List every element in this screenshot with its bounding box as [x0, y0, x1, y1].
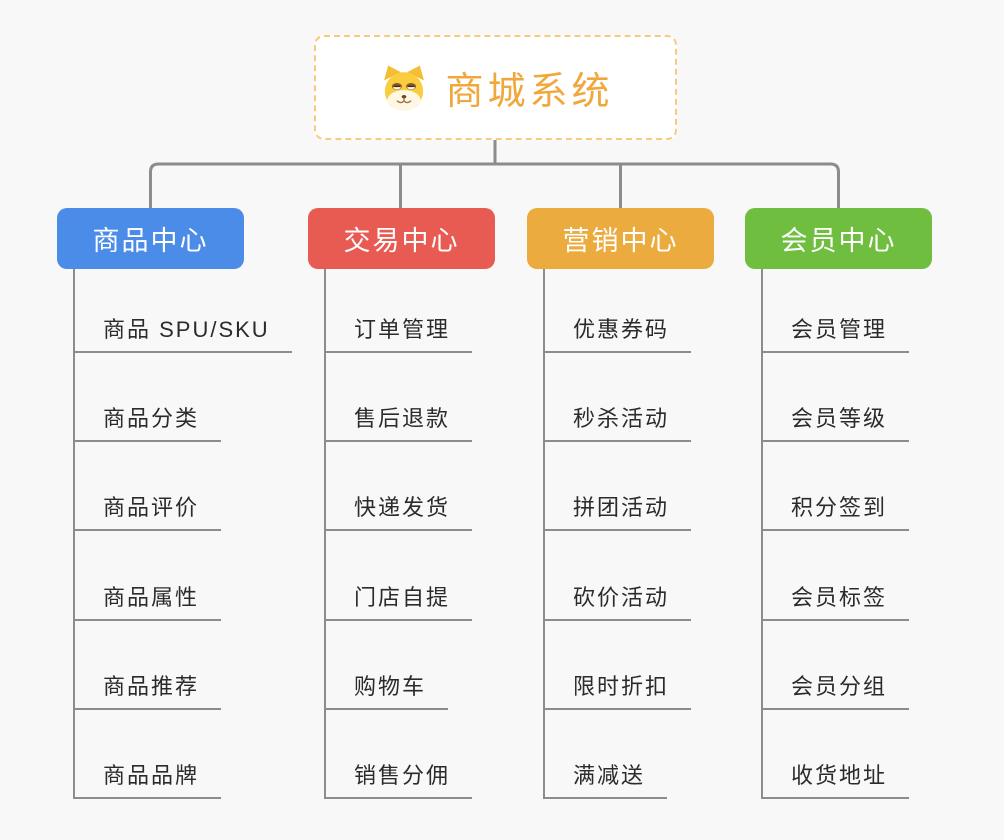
branch-node-marketing-center[interactable]: 营销中心 [527, 208, 714, 269]
branch-column-trade-center: 交易中心 订单管理 售后退款 快递发货 门店自提 购物车 销售分佣 [308, 208, 558, 799]
leaf-node[interactable]: 会员标签 [761, 583, 910, 621]
leaf-node[interactable]: 门店自提 [324, 583, 473, 621]
branch-spine-line [73, 269, 75, 799]
leaf-node[interactable]: 积分签到 [761, 493, 910, 531]
branch-column-marketing-center: 营销中心 优惠券码 秒杀活动 拼团活动 砍价活动 限时折扣 满减送 [527, 208, 777, 799]
leaf-node[interactable]: 订单管理 [324, 315, 473, 353]
branch-spine-line [543, 269, 545, 799]
branch-label: 会员中心 [780, 226, 897, 256]
branch-column-product-center: 商品中心 商品 SPU/SKU 商品分类 商品评价 商品属性 商品推荐 商品品牌 [57, 208, 317, 799]
leaf-node[interactable]: 拼团活动 [543, 493, 692, 531]
leaf-node[interactable]: 商品属性 [73, 583, 222, 621]
leaf-node[interactable]: 购物车 [324, 672, 449, 710]
leaf-node[interactable]: 秒杀活动 [543, 404, 692, 442]
root-node-title: 商城系统 [445, 71, 614, 113]
leaf-node[interactable]: 快递发货 [324, 493, 473, 531]
leaf-node[interactable]: 限时折扣 [543, 672, 692, 710]
leaf-node[interactable]: 销售分佣 [324, 761, 473, 799]
leaf-node[interactable]: 砍价活动 [543, 583, 692, 621]
branch-column-member-center: 会员中心 会员管理 会员等级 积分签到 会员标签 会员分组 收货地址 [745, 208, 995, 799]
shiba-dog-icon [384, 65, 425, 111]
root-node[interactable]: 商城系统 [314, 35, 677, 140]
leaf-node[interactable]: 商品评价 [73, 493, 222, 531]
leaf-node[interactable]: 商品推荐 [73, 672, 222, 710]
branch-node-member-center[interactable]: 会员中心 [745, 208, 932, 269]
leaf-node[interactable]: 商品品牌 [73, 761, 222, 799]
branch-node-trade-center[interactable]: 交易中心 [308, 208, 495, 269]
branch-label: 营销中心 [562, 226, 679, 256]
leaf-node[interactable]: 收货地址 [761, 761, 910, 799]
connector-path [149, 140, 840, 208]
leaf-node[interactable]: 会员管理 [761, 315, 910, 353]
leaf-node[interactable]: 商品 SPU/SKU [73, 315, 292, 353]
leaf-node[interactable]: 会员分组 [761, 672, 910, 710]
branch-node-product-center[interactable]: 商品中心 [57, 208, 244, 269]
branch-label: 交易中心 [343, 226, 460, 256]
leaf-node[interactable]: 售后退款 [324, 404, 473, 442]
branch-label: 商品中心 [92, 226, 209, 256]
leaf-node[interactable]: 商品分类 [73, 404, 222, 442]
leaf-node[interactable]: 会员等级 [761, 404, 910, 442]
branch-spine-line [761, 269, 763, 799]
leaf-node[interactable]: 优惠券码 [543, 315, 692, 353]
branch-spine-line [324, 269, 326, 799]
leaf-node[interactable]: 满减送 [543, 761, 668, 799]
